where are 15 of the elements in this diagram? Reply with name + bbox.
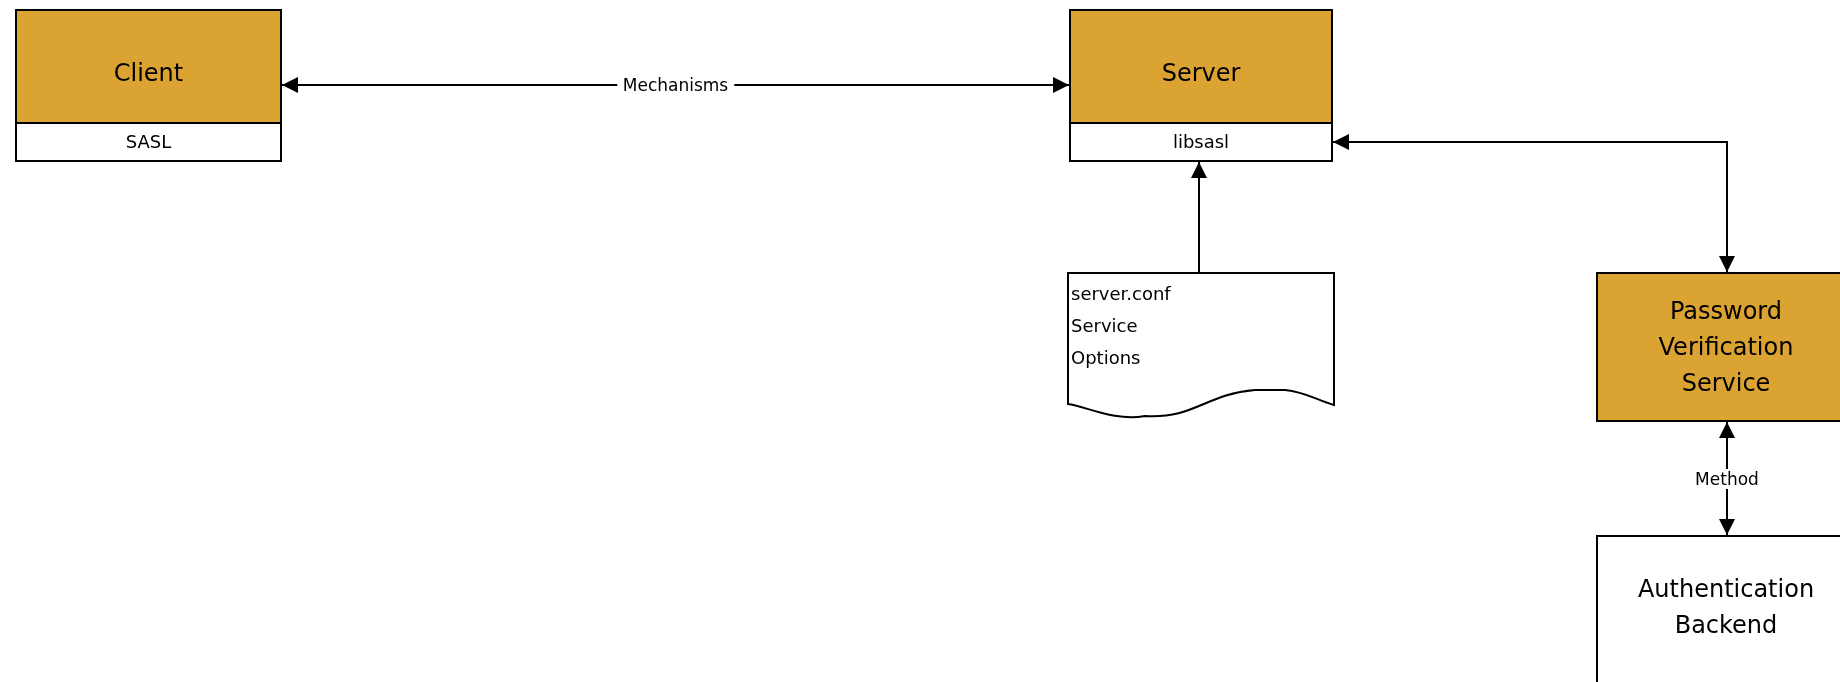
library-strip <box>15 122 282 162</box>
document-text: server.conf Service Options <box>1071 282 1172 370</box>
box-label: Password Verification Service <box>1657 296 1795 399</box>
box-label: Authentication Backend <box>1636 574 1816 641</box>
component-title: Server <box>1160 59 1242 87</box>
library-strip <box>1069 122 1333 162</box>
connector-arrow <box>1191 161 1207 273</box>
library-label: SASL <box>124 131 173 152</box>
backend-box <box>1596 535 1840 682</box>
connector-arrow <box>1332 134 1735 273</box>
library-label: libsasl <box>1171 131 1231 152</box>
component-title: Client <box>112 59 185 87</box>
component-box <box>1069 9 1333 160</box>
service-box <box>1596 272 1840 422</box>
component-box <box>15 9 282 160</box>
